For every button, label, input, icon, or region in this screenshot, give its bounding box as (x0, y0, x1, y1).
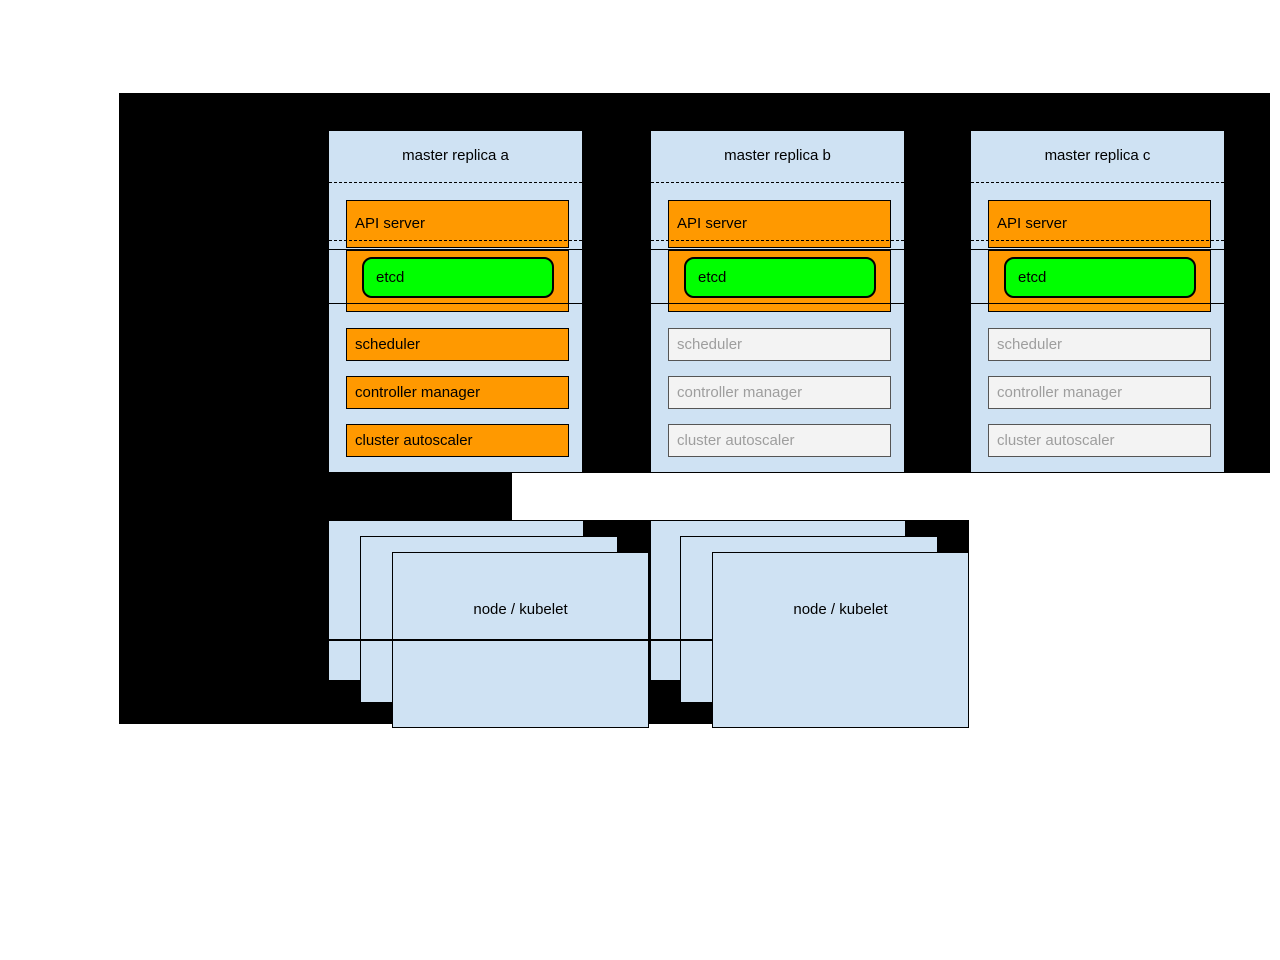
etcd-box: etcd (362, 257, 554, 298)
controller-manager-label: controller manager (677, 384, 803, 401)
master-election-dashed-line (971, 240, 1224, 241)
etcd-cluster-line-bottom (971, 303, 1224, 304)
cluster-autoscaler-box: cluster autoscaler (668, 424, 891, 457)
load-balancer-dashed-line (651, 182, 904, 183)
load-balancer-dashed-line (971, 182, 1224, 183)
node-kubelet-title: node / kubelet (793, 601, 888, 618)
etcd-label: etcd (1018, 269, 1047, 286)
etcd-label: etcd (698, 269, 727, 286)
controller-manager-label: controller manager (997, 384, 1123, 401)
controller-manager-box: controller manager (668, 376, 891, 409)
master-replica-a-panel: master replica a API server etcd schedul… (328, 130, 583, 473)
etcd-container-box: etcd (346, 250, 569, 312)
etcd-container-box: etcd (668, 250, 891, 312)
etcd-box: etcd (684, 257, 876, 298)
master-replica-b-title: master replica b (724, 147, 831, 164)
api-server-label: API server (355, 215, 426, 232)
cluster-autoscaler-box: cluster autoscaler (346, 424, 569, 457)
api-server-label: API server (997, 215, 1068, 232)
scheduler-label: scheduler (997, 336, 1063, 353)
scheduler-label: scheduler (355, 336, 421, 353)
cluster-autoscaler-label: cluster autoscaler (997, 432, 1115, 449)
master-replica-b-panel: master replica b API server etcd schedul… (650, 130, 905, 473)
etcd-cluster-line-top (651, 249, 904, 250)
etcd-label: etcd (376, 269, 405, 286)
controller-manager-box: controller manager (346, 376, 569, 409)
master-election-dashed-line (329, 240, 582, 241)
cluster-autoscaler-label: cluster autoscaler (677, 432, 795, 449)
etcd-cluster-line-top (971, 249, 1224, 250)
etcd-cluster-line-top (329, 249, 582, 250)
etcd-cluster-line-bottom (329, 303, 582, 304)
master-replica-c-panel: master replica c API server etcd schedul… (970, 130, 1225, 473)
master-replica-a-title: master replica a (402, 147, 509, 164)
cluster-autoscaler-box: cluster autoscaler (988, 424, 1211, 457)
scheduler-label: scheduler (677, 336, 743, 353)
etcd-box: etcd (1004, 257, 1196, 298)
node-kubelet-title: node / kubelet (473, 601, 568, 618)
node-box-front: node / kubelet (712, 552, 969, 728)
scheduler-box: scheduler (346, 328, 569, 361)
scheduler-box: scheduler (988, 328, 1211, 361)
load-balancer-dashed-line (329, 182, 582, 183)
scheduler-box: scheduler (668, 328, 891, 361)
etcd-cluster-line-bottom (651, 303, 904, 304)
node-title-divider-line (328, 639, 712, 641)
cluster-autoscaler-label: cluster autoscaler (355, 432, 473, 449)
etcd-container-box: etcd (988, 250, 1211, 312)
controller-manager-box: controller manager (988, 376, 1211, 409)
master-election-dashed-line (651, 240, 904, 241)
api-server-label: API server (677, 215, 748, 232)
controller-manager-label: controller manager (355, 384, 481, 401)
master-replica-c-title: master replica c (1044, 147, 1151, 164)
